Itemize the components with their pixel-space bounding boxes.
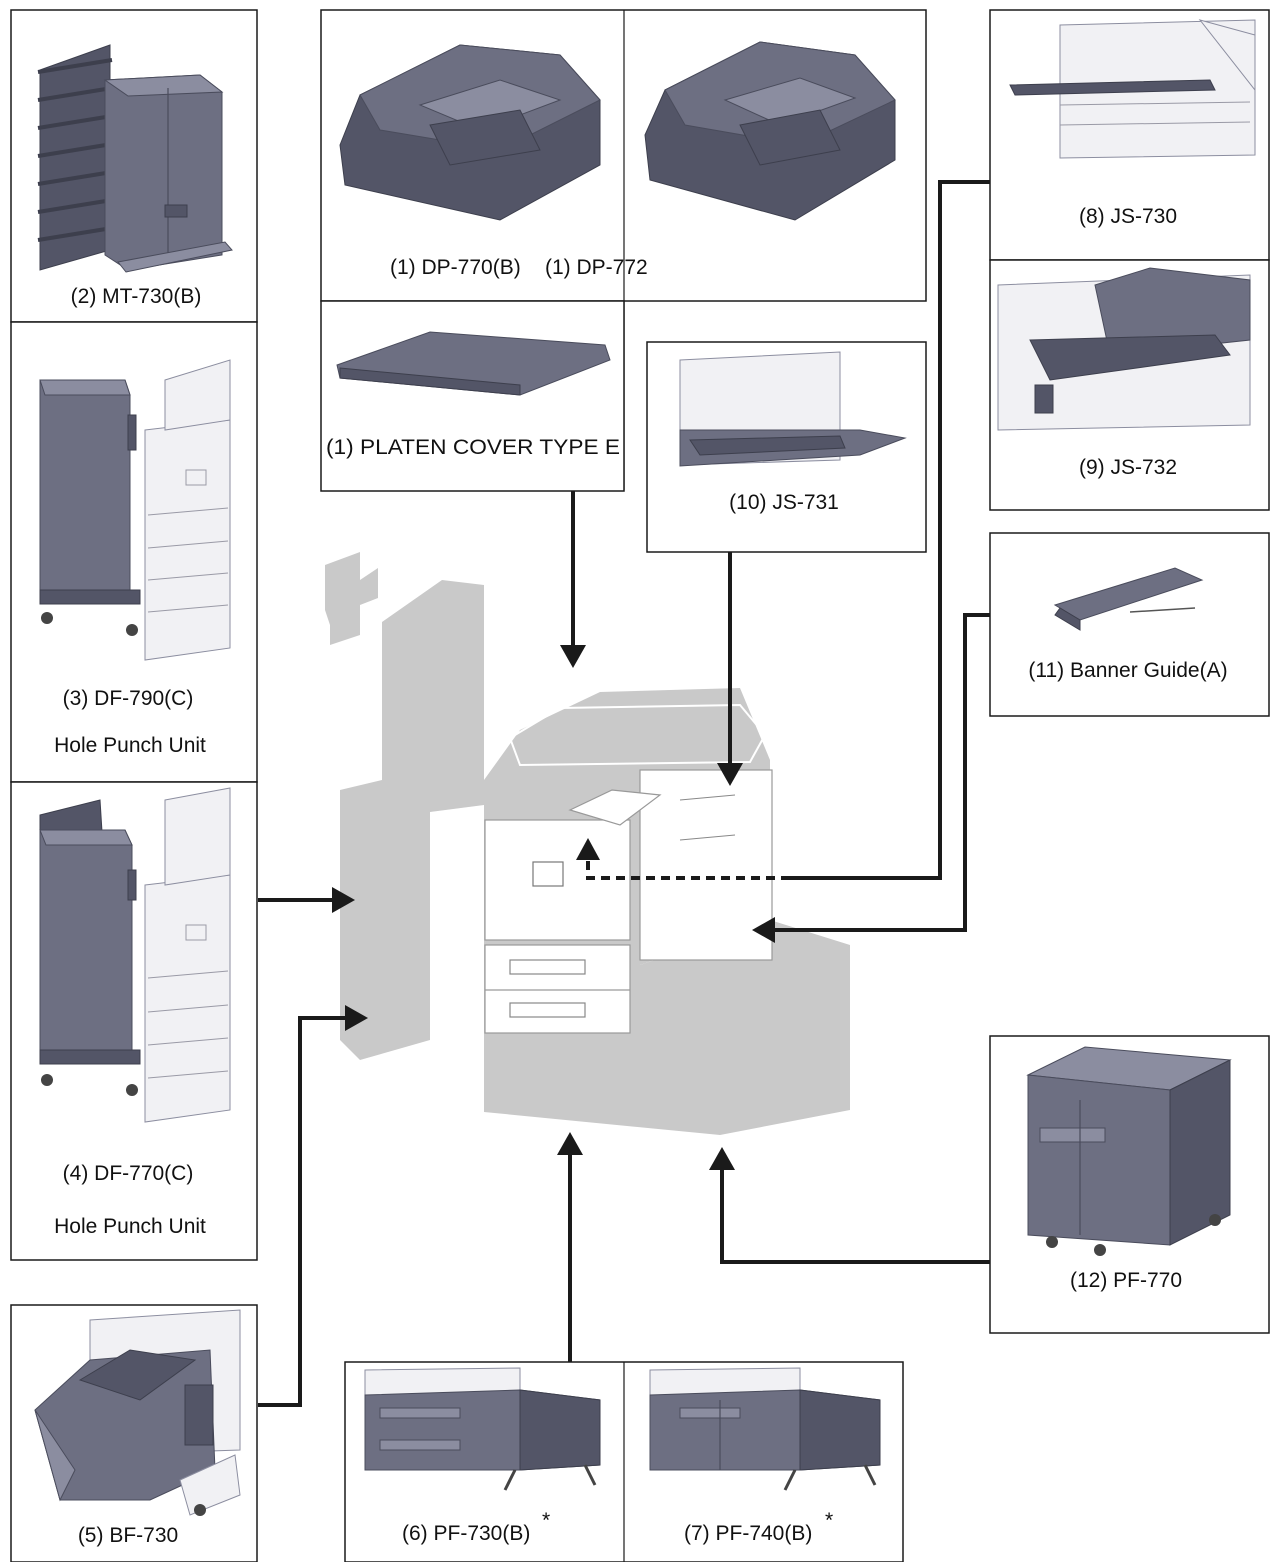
label-mt-730b: (2) MT-730(B) <box>71 285 202 308</box>
label-df-770c: (4) DF-770(C) <box>63 1162 194 1185</box>
label-pf-770: (12) PF-770 <box>1070 1269 1182 1292</box>
box-banner-guide <box>989 532 1270 717</box>
js-732-illustration <box>997 267 1251 431</box>
label-df-790c: (3) DF-790(C) <box>63 687 194 710</box>
label-pf-730b: (6) PF-730(B) <box>402 1522 530 1545</box>
main-unit-silhouette <box>325 552 850 1135</box>
label-df-790c-sub: Hole Punch Unit <box>54 734 206 757</box>
df-790c-illustration <box>39 359 231 661</box>
dp-770b-illustration <box>339 44 601 221</box>
label-pf-740b-asterisk: * <box>825 1509 833 1532</box>
box-platen-cover <box>320 300 625 492</box>
bf-730-illustration <box>34 1309 241 1516</box>
df-770c-illustration <box>39 787 231 1123</box>
js-731-illustration <box>679 351 907 467</box>
platen-cover-illustration <box>336 331 611 396</box>
dp-772-illustration <box>644 41 896 221</box>
label-banner-guide: (11) Banner Guide(A) <box>1028 659 1227 682</box>
pf-740b-illustration <box>649 1367 881 1491</box>
mt-730b-illustration <box>37 44 233 273</box>
label-dp-770b: (1) DP-770(B) <box>390 256 521 279</box>
label-js-730: (8) JS-730 <box>1079 205 1177 228</box>
label-platen-cover: (1) PLATEN COVER TYPE E <box>326 436 620 459</box>
js-730-illustration <box>1009 19 1256 159</box>
label-pf-730b-asterisk: * <box>542 1509 550 1532</box>
label-pf-740b: (7) PF-740(B) <box>684 1522 812 1545</box>
label-js-731: (10) JS-731 <box>729 491 839 514</box>
pf-770-illustration <box>1026 1046 1232 1256</box>
banner-guide-illustration <box>1053 567 1204 631</box>
connector-arrows <box>258 180 990 1407</box>
label-df-770c-sub: Hole Punch Unit <box>54 1215 206 1238</box>
label-bf-730: (5) BF-730 <box>78 1524 178 1547</box>
label-js-732: (9) JS-732 <box>1079 456 1177 479</box>
pf-730b-illustration <box>364 1367 601 1491</box>
label-dp-772: (1) DP-772 <box>545 256 648 279</box>
